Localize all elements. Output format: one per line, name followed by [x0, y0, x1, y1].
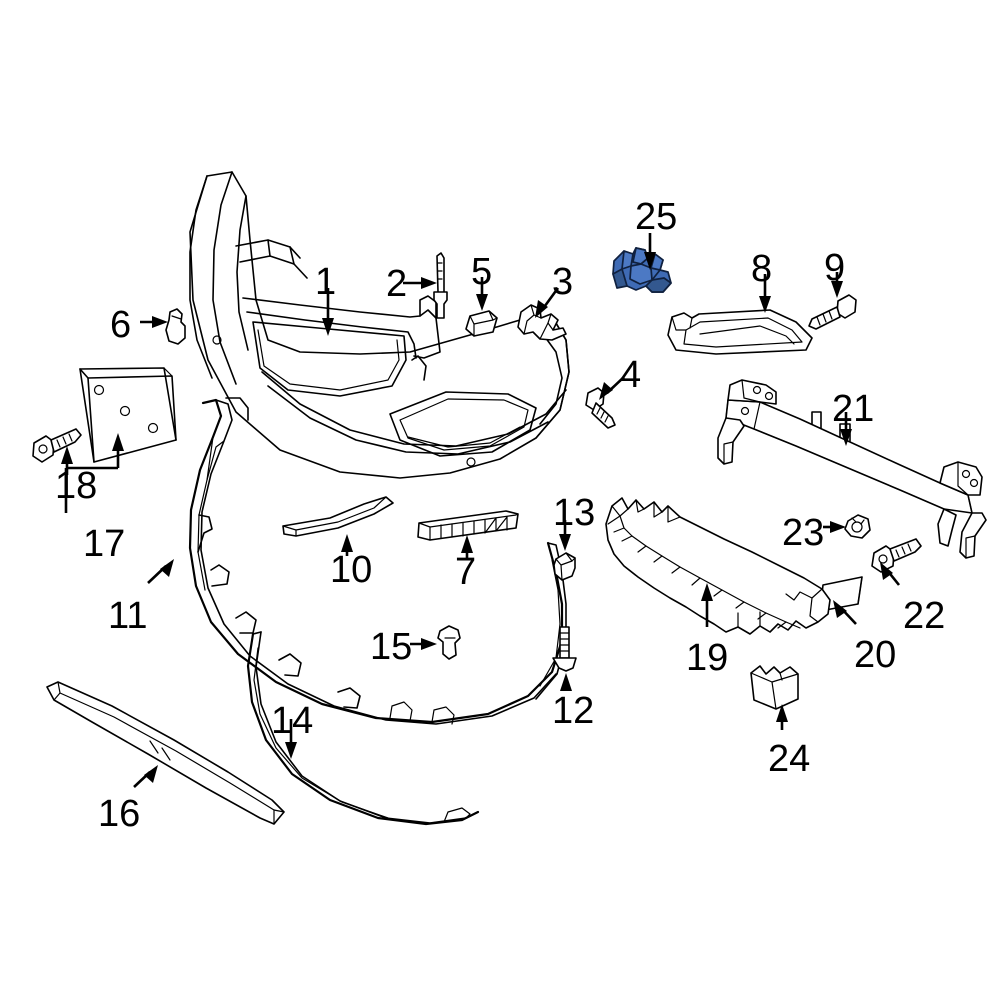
callout-label-24[interactable]: 24	[768, 738, 811, 780]
part-fog-lamp-bezel[interactable]	[667, 309, 813, 355]
callout-label-21[interactable]: 21	[832, 388, 875, 430]
part-grille-insert-strip[interactable]	[417, 510, 519, 541]
callout-label-12[interactable]: 12	[552, 690, 595, 732]
part-push-pin-clip[interactable]	[165, 308, 186, 345]
callout-label-20[interactable]: 20	[854, 634, 897, 676]
part-valance-push-clip[interactable]	[437, 625, 461, 660]
part-license-bracket-screw[interactable]	[32, 428, 82, 463]
callout-label-9[interactable]: 9	[824, 247, 846, 289]
part-bumper-cover-stud[interactable]	[433, 252, 448, 319]
callout-label-17[interactable]: 17	[83, 523, 126, 565]
part-bumper-cover-cap[interactable]	[465, 310, 498, 337]
part-front-air-dam[interactable]	[246, 631, 480, 826]
callout-label-7[interactable]: 7	[455, 551, 477, 593]
callout-label-13[interactable]: 13	[553, 492, 596, 534]
callout-label-15[interactable]: 15	[370, 626, 413, 668]
part-parking-assist-sensor-bracket[interactable]	[612, 247, 672, 293]
part-bumper-reinforcement-bar[interactable]	[717, 379, 987, 559]
callout-label-19[interactable]: 19	[686, 637, 729, 679]
callout-label-18[interactable]: 18	[55, 465, 98, 507]
callout-label-23[interactable]: 23	[782, 512, 825, 554]
part-flange-bolt-lower[interactable]	[585, 387, 616, 429]
part-lower-cover-molding[interactable]	[282, 496, 394, 537]
part-lower-spoiler-strip[interactable]	[46, 681, 285, 825]
callout-label-8[interactable]: 8	[751, 248, 773, 290]
part-license-plate-bracket[interactable]	[79, 367, 177, 463]
callout-label-6[interactable]: 6	[110, 304, 132, 346]
callout-label-16[interactable]: 16	[98, 793, 141, 835]
part-front-bumper-cover[interactable]	[189, 171, 570, 479]
part-valance-bolt[interactable]	[552, 626, 577, 672]
callout-label-3[interactable]: 3	[552, 261, 574, 303]
callout-label-10[interactable]: 10	[330, 549, 373, 591]
part-bezel-screw[interactable]	[808, 294, 857, 330]
callout-label-11[interactable]: 11	[108, 595, 148, 637]
callout-label-22[interactable]: 22	[903, 595, 946, 637]
part-reinforcement-nut[interactable]	[844, 514, 871, 539]
part-lower-bumper-valance[interactable]	[188, 398, 567, 725]
part-absorber-bracket[interactable]	[750, 665, 799, 710]
callout-leaders	[61, 233, 901, 788]
callout-label-25[interactable]: 25	[635, 196, 678, 238]
part-reinforcement-bolt[interactable]	[871, 538, 922, 573]
callout-label-5[interactable]: 5	[471, 251, 493, 293]
callout-label-4[interactable]: 4	[620, 354, 642, 396]
part-bumper-energy-absorber[interactable]	[605, 497, 831, 635]
callout-label-1[interactable]: 1	[315, 261, 337, 303]
callout-label-14[interactable]: 14	[271, 700, 314, 742]
part-retainer-nut[interactable]	[553, 552, 576, 581]
callout-label-2[interactable]: 2	[386, 263, 408, 305]
